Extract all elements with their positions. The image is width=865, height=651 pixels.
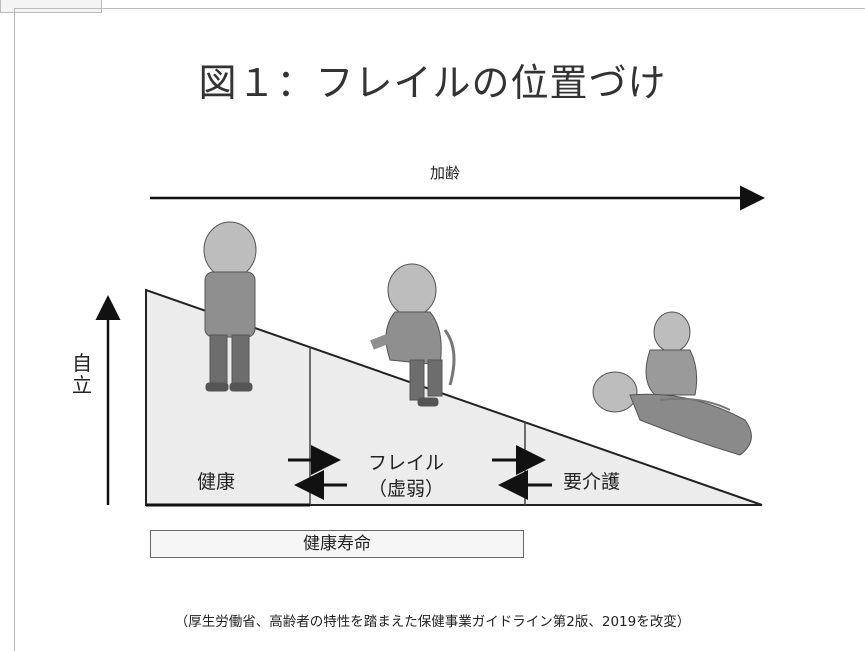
- healthy-elderly-figure: [203, 221, 257, 392]
- stage-frail-label: フレイル （虚弱）: [368, 450, 444, 502]
- stage-healthy-label: 健康: [197, 471, 236, 493]
- decline-triangle: [145, 288, 763, 506]
- frail-elderly-figure: [370, 263, 456, 407]
- transition-arrows-right: [492, 445, 552, 500]
- stage-frail-line2: （虚弱）: [368, 478, 445, 500]
- diagram-title: 図１：フレイルの位置づけ: [198, 61, 667, 105]
- transition-arrows-left: [288, 445, 347, 500]
- healthy-life-expectancy-label: 健康寿命: [303, 534, 371, 554]
- care-scene-figure: [592, 311, 752, 456]
- healthy-life-expectancy-box: 健康寿命: [150, 530, 524, 558]
- stage-care-label: 要介護: [563, 471, 621, 493]
- independence-label: 自立: [72, 351, 92, 397]
- window-tab: [0, 0, 102, 13]
- slide-frame: [14, 8, 865, 651]
- source-citation: （厚生労働省、高齢者の特性を踏まえた保健事業ガイドライン第2版、2019を改変）: [174, 614, 691, 630]
- aging-label: 加齢: [430, 164, 461, 182]
- stage-frail-line1: フレイル: [368, 452, 445, 474]
